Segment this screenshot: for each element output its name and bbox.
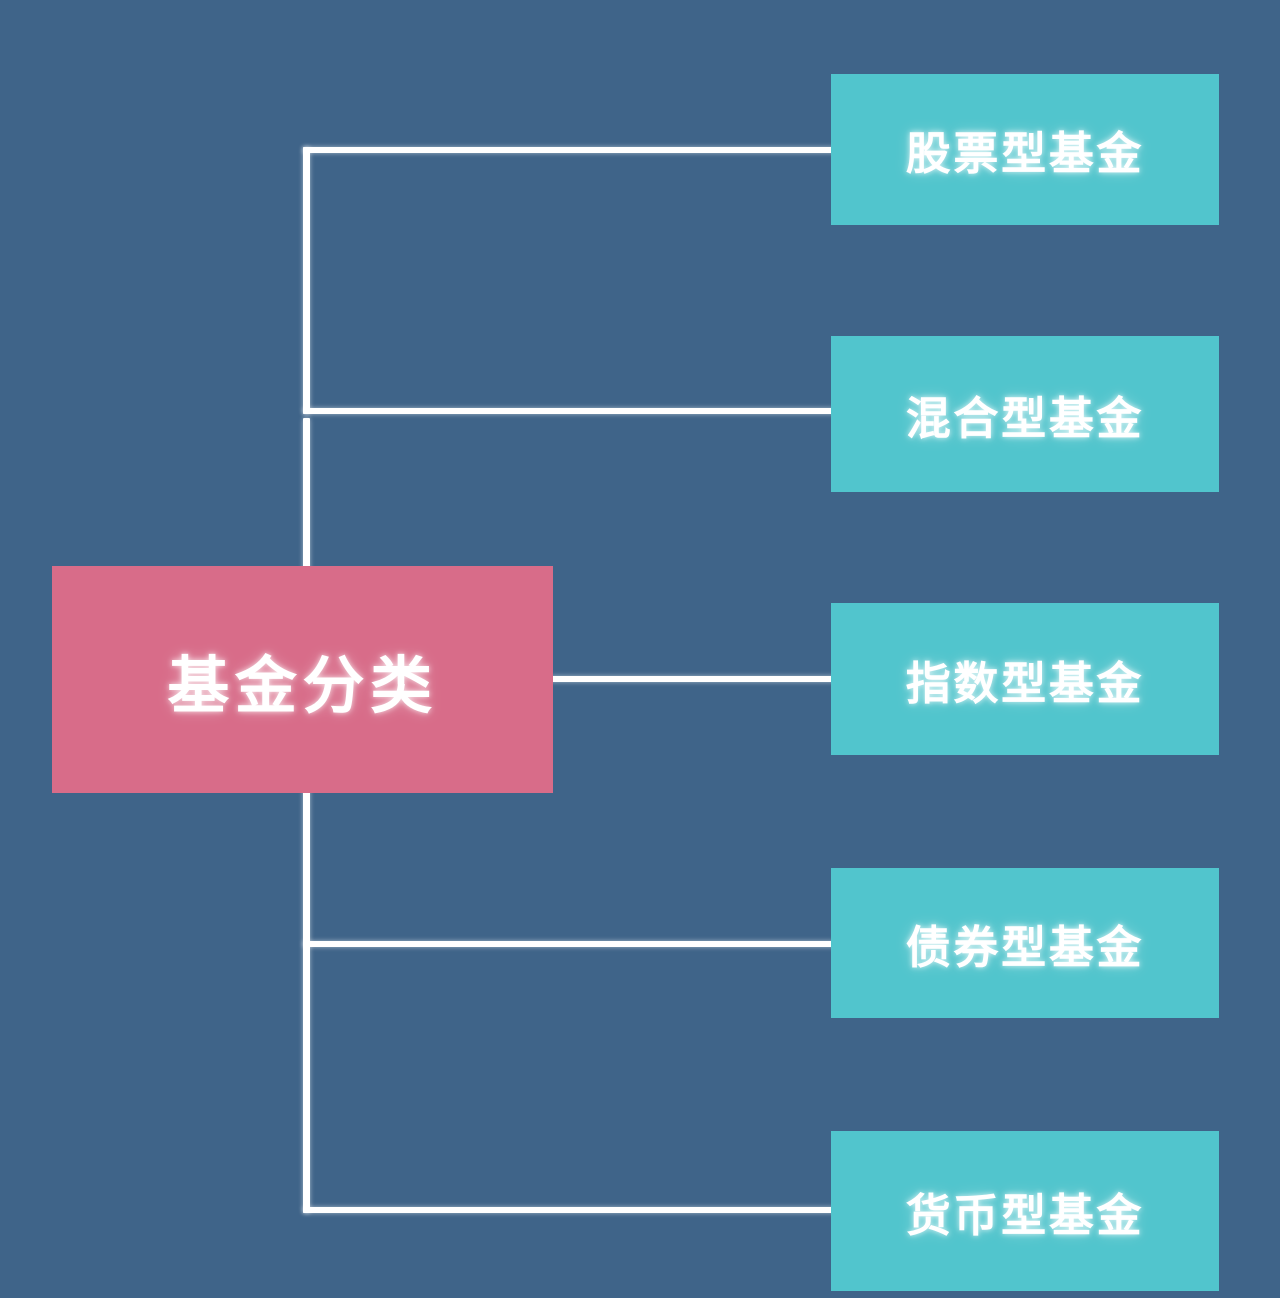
root-node-label: 基金分类 bbox=[167, 651, 438, 721]
connector-trunk-lower bbox=[303, 418, 310, 1213]
connector-branch-4 bbox=[303, 941, 835, 947]
leaf-node-index-fund[interactable]: 指数型基金 bbox=[831, 603, 1219, 755]
leaf-node-money-market-fund[interactable]: 货币型基金 bbox=[831, 1131, 1219, 1291]
root-node-fund-classification[interactable]: 基金分类 bbox=[52, 566, 553, 793]
connector-branch-2 bbox=[303, 408, 835, 414]
leaf-node-label-3: 指数型基金 bbox=[905, 657, 1145, 709]
leaf-node-label-5: 货币型基金 bbox=[905, 1189, 1145, 1241]
leaf-node-label-1: 股票型基金 bbox=[905, 128, 1145, 179]
connector-branch-3 bbox=[549, 676, 835, 682]
leaf-node-bond-fund[interactable]: 债券型基金 bbox=[831, 868, 1219, 1018]
leaf-node-stock-fund[interactable]: 股票型基金 bbox=[831, 74, 1219, 225]
leaf-node-hybrid-fund[interactable]: 混合型基金 bbox=[831, 336, 1219, 492]
connector-branch-5 bbox=[303, 1207, 835, 1213]
leaf-node-label-4: 债券型基金 bbox=[905, 921, 1145, 973]
connector-trunk-upper bbox=[303, 147, 310, 414]
connector-branch-1 bbox=[303, 147, 835, 153]
leaf-node-label-2: 混合型基金 bbox=[905, 392, 1145, 444]
